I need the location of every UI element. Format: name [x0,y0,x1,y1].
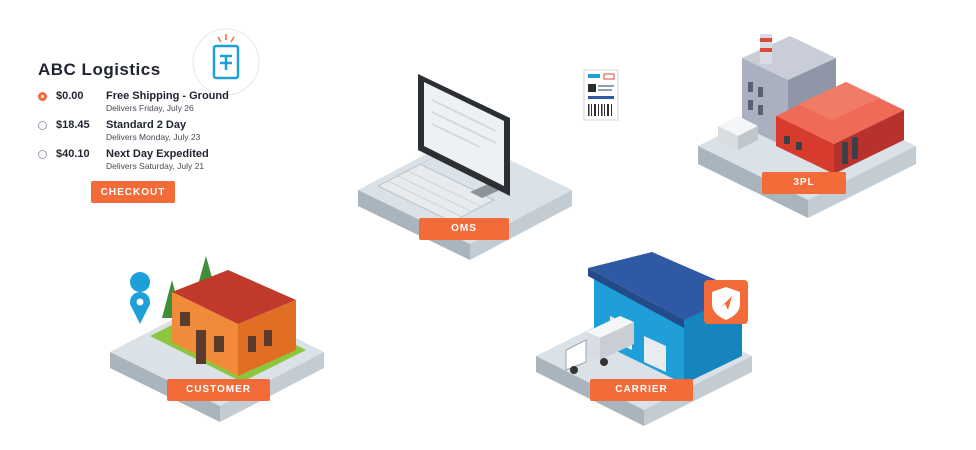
oms-computer-illustration [358,74,572,260]
radio-button[interactable] [38,92,47,101]
carrier-label: CARRIER [590,379,693,401]
3pl-factory-illustration [698,34,916,218]
option-name: Free Shipping - Ground [106,90,229,102]
receipt-icon [192,28,260,96]
customer-house-illustration [110,256,324,422]
shipping-options-panel: ABC Logistics $0.00 Free Shipping - Grou… [36,60,266,203]
shipping-option-2day[interactable]: $18.45 Standard 2 Day Delivers Monday, J… [36,119,266,148]
panel-title: ABC Logistics [38,60,161,79]
option-name: Standard 2 Day [106,119,187,131]
radio-button[interactable] [38,121,47,130]
customer-label: CUSTOMER [167,379,270,401]
checkout-button[interactable]: CHECKOUT [91,181,175,203]
option-delivery-date: Delivers Friday, July 26 [106,103,194,113]
radio-button[interactable] [38,150,47,159]
option-delivery-date: Delivers Saturday, July 21 [106,161,205,171]
option-price: $0.00 [56,90,84,102]
option-name: Next Day Expedited [106,148,209,160]
option-price: $40.10 [56,148,90,160]
shipping-option-next-day[interactable]: $40.10 Next Day Expedited Delivers Satur… [36,148,266,177]
navigation-shield-icon [704,280,748,324]
shipping-option-ground[interactable]: $0.00 Free Shipping - Ground Delivers Fr… [36,90,266,119]
3pl-label: 3PL [762,172,846,194]
option-delivery-date: Delivers Monday, July 23 [106,132,201,142]
map-pin-icon [130,272,151,324]
option-price: $18.45 [56,119,90,131]
oms-label: OMS [419,218,509,240]
carrier-warehouse-illustration [536,252,752,426]
shipping-label-icon [583,69,619,121]
